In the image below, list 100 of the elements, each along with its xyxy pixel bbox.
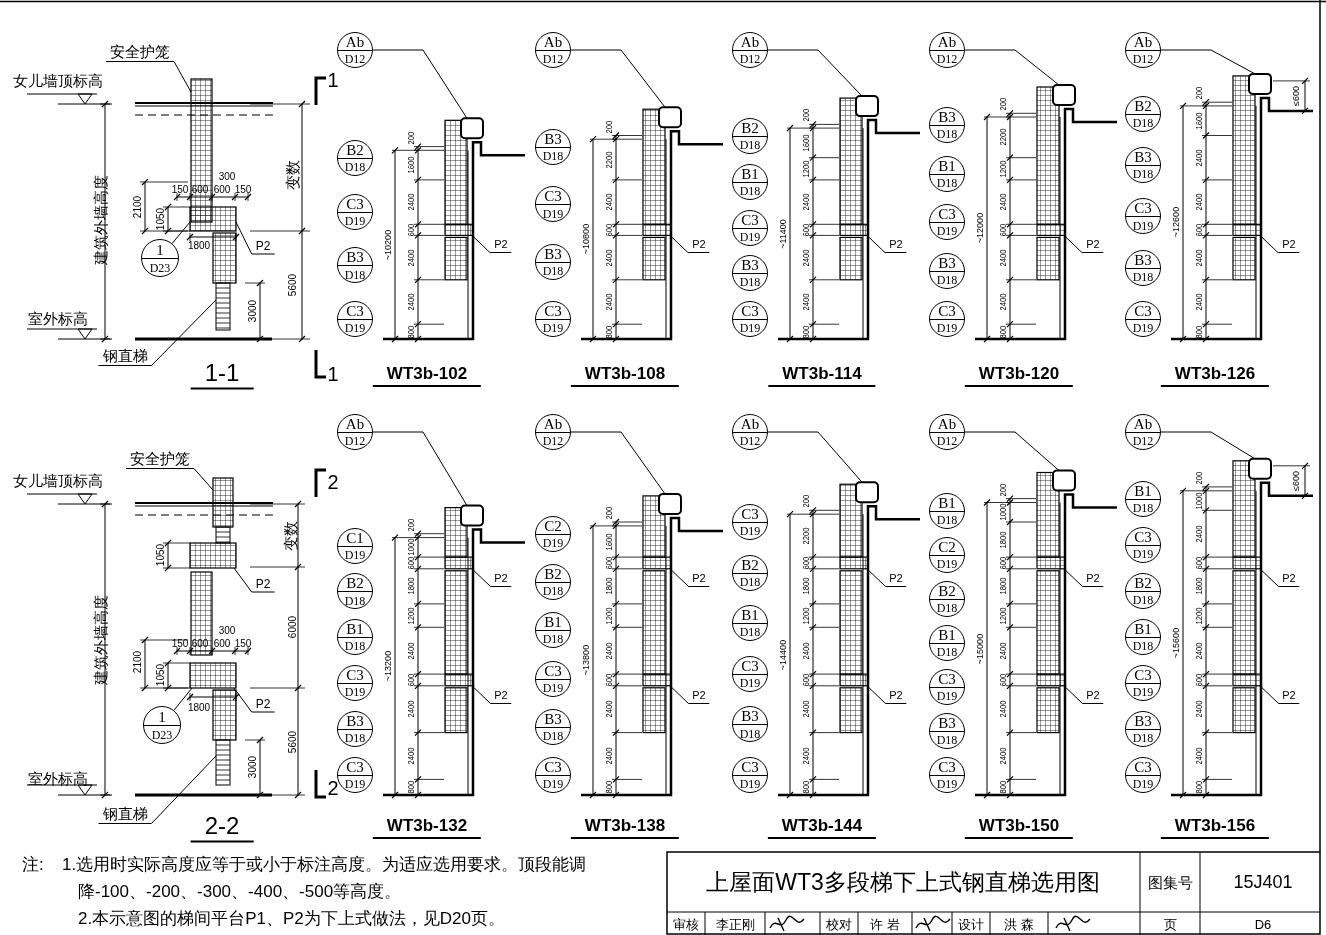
callout-number: C3	[741, 212, 759, 228]
sheet-reference: D19	[1132, 322, 1154, 335]
dimension-value: 200	[801, 494, 811, 508]
callout-circle	[929, 107, 965, 143]
dimension-value: 800	[1194, 780, 1204, 794]
sheet-reference: D12	[344, 53, 366, 66]
callout-number: C3	[346, 303, 364, 319]
platform	[839, 223, 869, 236]
dimension-value: ~15600	[1171, 627, 1181, 659]
callout-number: B2	[346, 142, 364, 158]
dimension-value: 200	[406, 518, 416, 532]
callout-circle	[535, 757, 571, 793]
part-label: P2	[885, 239, 907, 254]
sheet-reference: D18	[1132, 117, 1154, 129]
callout-number: B1	[741, 166, 759, 182]
sheet-reference: D19	[542, 778, 564, 791]
part-label: P2	[1278, 572, 1300, 587]
sheet-reference: D23	[149, 261, 171, 274]
sheet-reference: D12	[936, 53, 958, 66]
callout-circle	[732, 757, 768, 793]
callout-number: Ab	[543, 34, 563, 50]
callout-number: 1	[158, 709, 166, 724]
sheet-reference: D19	[344, 778, 366, 791]
callout-circle	[732, 255, 768, 292]
sheet-reference: D18	[739, 727, 761, 740]
dimension-value: 600	[998, 556, 1008, 570]
sheet-reference: D12	[1132, 53, 1154, 66]
callout-number: Ab	[937, 34, 957, 50]
dimension-value: 2400	[801, 293, 811, 311]
callout-circle	[337, 619, 373, 656]
leader-line	[173, 687, 193, 711]
callout-number: C3	[544, 303, 562, 319]
leader-line	[669, 568, 689, 587]
dimension-value: ~11400	[778, 218, 788, 249]
callout-number: B3	[544, 711, 562, 727]
dimension-value: 300	[218, 172, 236, 182]
platform	[1232, 223, 1262, 236]
dimension-value: 2200	[604, 151, 614, 169]
parapet-cap	[460, 504, 484, 527]
dimension-value: 200	[604, 506, 614, 520]
dimension-value: 2400	[406, 700, 416, 718]
dimension-value: 300	[218, 626, 236, 636]
dimension-value: 200	[1194, 471, 1204, 485]
dimension-value: 1800	[998, 531, 1008, 549]
sheet-reference: D18	[1132, 593, 1154, 606]
sheet-reference: D18	[739, 184, 761, 197]
dimension-value: 1600	[406, 156, 416, 174]
dimension-value: ~13800	[581, 645, 591, 676]
dimension-value: 2400	[998, 193, 1008, 211]
sheet-reference: D12	[739, 435, 761, 448]
callout-circle	[337, 665, 373, 702]
callout-circle	[732, 504, 768, 541]
dimension-value: 800	[406, 780, 416, 794]
callout-number: B1	[938, 627, 956, 643]
callout-number: B3	[346, 713, 364, 729]
figure-title: WT3b-102	[372, 365, 482, 387]
dimension-value: 600	[406, 223, 416, 237]
part-label: P2	[688, 239, 710, 254]
part-label: P2	[1082, 572, 1104, 587]
dimension-label: 变数	[284, 160, 300, 190]
dimension-value: 2400	[998, 747, 1008, 765]
callout-circle	[535, 660, 571, 697]
callout-circle	[1125, 664, 1161, 701]
person-name: 李正刚	[715, 917, 755, 931]
callout-number: Ab	[345, 416, 365, 432]
dimension-value: 600	[604, 556, 614, 570]
platform	[444, 673, 474, 687]
leader-line	[669, 234, 689, 254]
callout-number: C3	[346, 667, 364, 683]
dimension-value: 1200	[801, 607, 811, 625]
steel-ladder	[215, 282, 231, 331]
sheet-reference: D18	[1132, 501, 1154, 514]
sheet-reference: D18	[1132, 270, 1154, 283]
dimension-value: 1200	[998, 607, 1008, 625]
part-label: 安全护笼	[126, 451, 194, 469]
sheet-reference: D18	[1132, 640, 1154, 652]
dimension-value: 1800	[604, 577, 614, 595]
leader-line	[1063, 568, 1083, 587]
dimension-value: 1600	[801, 134, 811, 152]
leader-line	[151, 299, 217, 366]
dimension-value: 3000	[248, 755, 258, 779]
dimension-value: 2400	[1194, 193, 1204, 211]
leader-line	[171, 221, 191, 244]
dimension-value: 2400	[801, 193, 811, 211]
sheet-reference: D19	[542, 322, 564, 335]
callout-number: C3	[741, 506, 759, 522]
sheet-reference: D12	[936, 435, 958, 448]
dimension-value: 2400	[998, 642, 1008, 660]
part-label: P2	[1278, 689, 1300, 704]
field-value: 15J401	[1233, 873, 1293, 891]
sheet-reference: D19	[344, 214, 366, 227]
callout-number: B3	[544, 246, 562, 262]
callout-circle	[1125, 301, 1161, 337]
callout-circle	[337, 247, 373, 284]
sheet-reference: D19	[344, 686, 366, 699]
dimension-value: 600	[801, 673, 811, 687]
section-title: 2-2	[190, 813, 254, 843]
dimension-value: 2100	[133, 195, 143, 219]
dimension-value: 1200	[604, 607, 614, 625]
callout-number: C3	[1134, 529, 1152, 545]
